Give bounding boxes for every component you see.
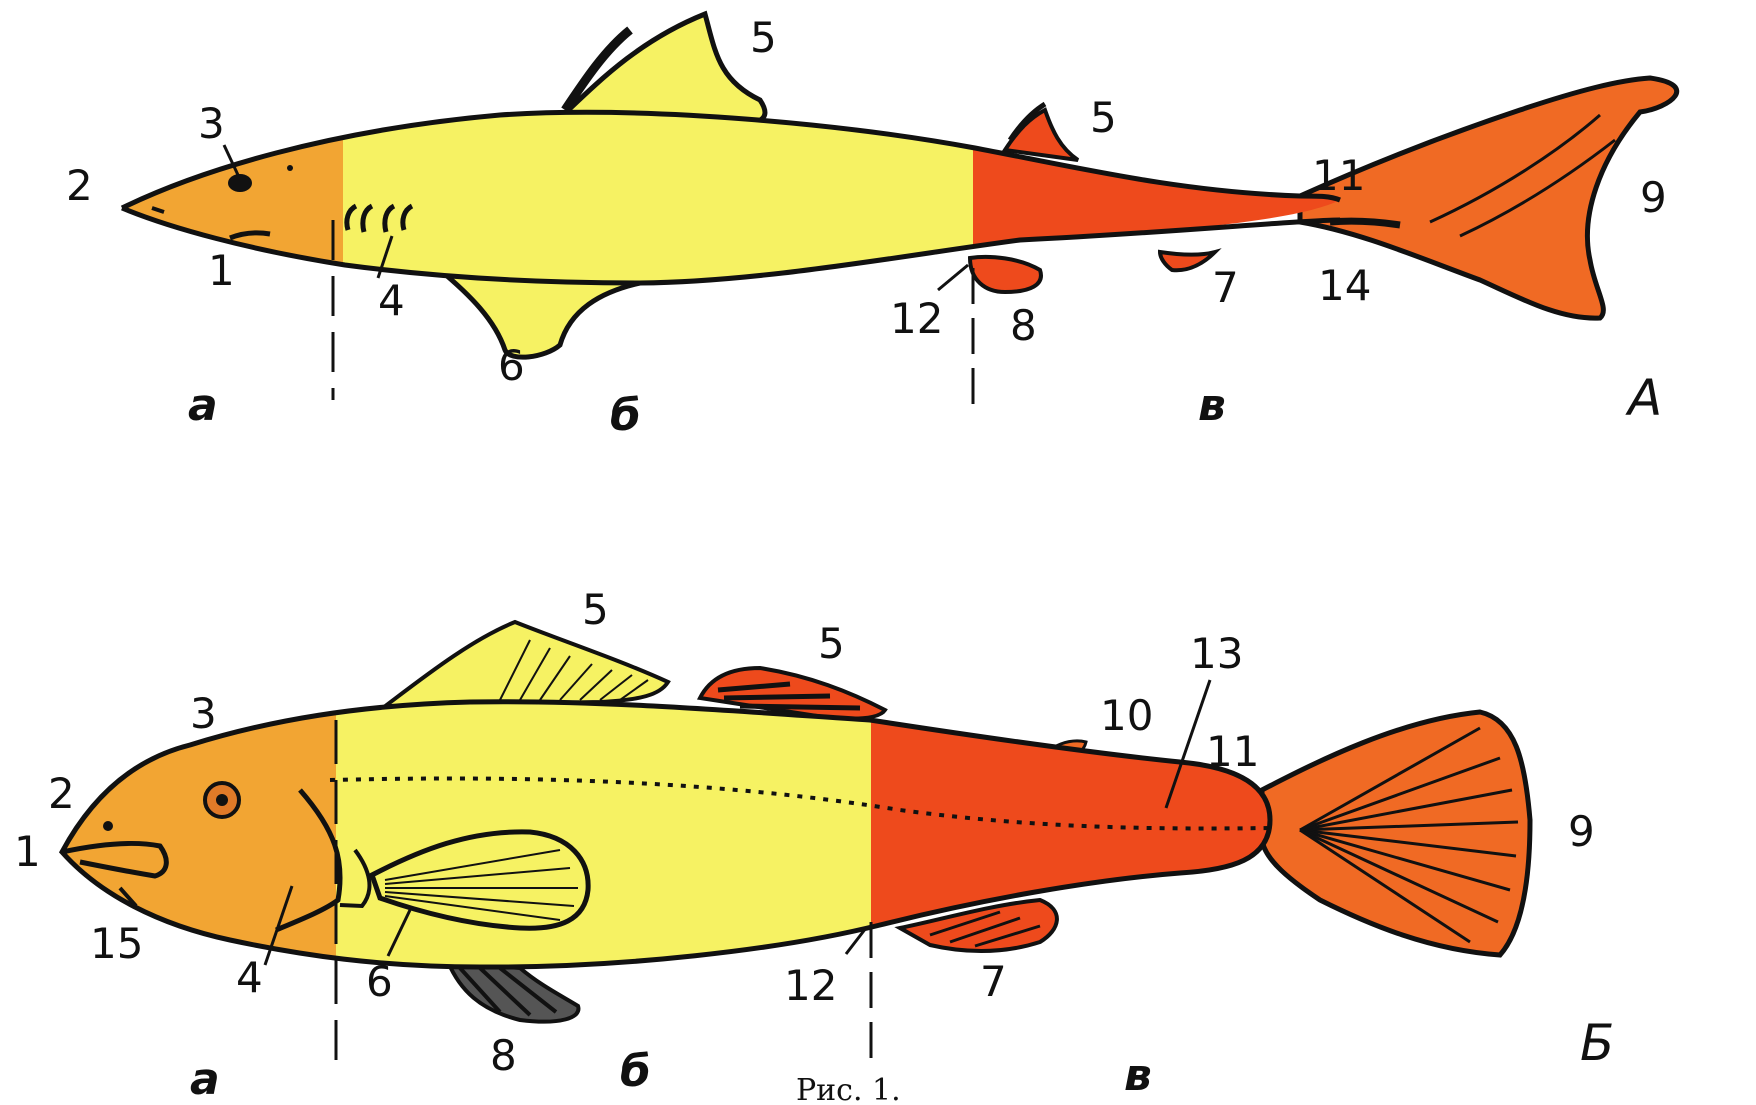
bony-label-6: 6 (366, 957, 393, 1006)
shark-lateral-line (1330, 221, 1400, 225)
bony-pupil (216, 794, 228, 806)
shark-label-9: 9 (1640, 173, 1667, 222)
shark-label-5b: 5 (1090, 93, 1117, 142)
bony-section-b: б (620, 1046, 651, 1097)
bony-label-13: 13 (1190, 629, 1243, 678)
figure-caption: Рис. 1. (796, 1073, 901, 1105)
shark-eye (228, 174, 252, 192)
bony-pelvic-fin (448, 962, 578, 1022)
shark-label-5a: 5 (750, 13, 777, 62)
shark-label-3: 3 (198, 99, 225, 148)
bony-label-8: 8 (490, 1031, 517, 1080)
bony-label-12: 12 (784, 961, 837, 1010)
bony-label-15: 15 (90, 919, 143, 968)
bony-label-7: 7 (980, 957, 1007, 1006)
shark-label-4: 4 (378, 276, 405, 325)
bony-head-section (40, 690, 336, 990)
bony-label-9: 9 (1568, 807, 1595, 856)
bony-figure-marker: Б (1580, 1014, 1614, 1072)
shark-label-8: 8 (1010, 301, 1037, 350)
shark-pelvic-fin (970, 257, 1041, 292)
shark-label-7: 7 (1212, 263, 1239, 312)
shark-leader-12 (938, 265, 968, 290)
shark-anal-fin (1160, 252, 1215, 270)
bony-label-3: 3 (190, 689, 217, 738)
bony-label-5b: 5 (818, 619, 845, 668)
shark-section-a: а (188, 380, 218, 431)
shark-figure-marker: А (1625, 369, 1662, 427)
shark-section-v: в (1198, 380, 1226, 431)
shark-label-6: 6 (498, 341, 525, 390)
shark-label-12: 12 (890, 294, 943, 343)
shark-label-14: 14 (1318, 261, 1371, 310)
shark-label-2: 2 (66, 161, 93, 210)
shark-label-1: 1 (208, 246, 235, 295)
bony-label-11: 11 (1206, 727, 1259, 776)
shark-section-b: б (610, 390, 641, 441)
bony-section-v: в (1124, 1050, 1152, 1101)
bony-fish-figure: 1 2 3 4 5 5 6 7 8 9 10 11 12 13 15 а б в… (14, 585, 1614, 1105)
bony-label-5a: 5 (582, 585, 609, 634)
bony-nostril (103, 821, 113, 831)
bony-section-a: а (190, 1054, 220, 1105)
shark-spiracle (287, 165, 293, 171)
bony-label-4: 4 (236, 953, 263, 1002)
shark-label-11: 11 (1312, 151, 1365, 200)
bony-label-2: 2 (48, 769, 75, 818)
shark-figure: 1 2 3 4 5 5 6 7 8 9 11 12 14 а б в А (66, 13, 1677, 441)
bony-label-1: 1 (14, 827, 41, 876)
bony-label-10: 10 (1100, 691, 1153, 740)
